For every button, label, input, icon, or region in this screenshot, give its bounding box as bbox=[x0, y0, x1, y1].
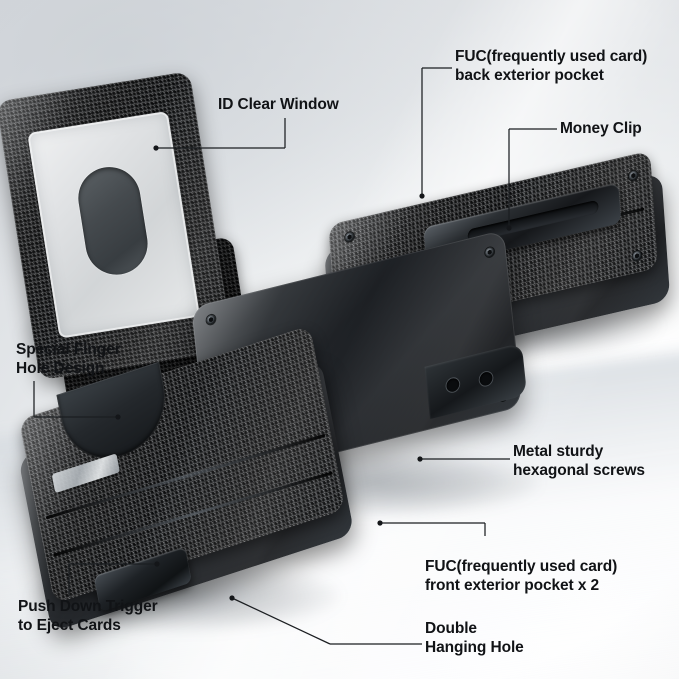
brand-badge bbox=[51, 453, 120, 494]
thumb-slot-oval bbox=[73, 162, 153, 280]
hex-screw bbox=[628, 170, 639, 182]
annotation-money-clip: Money Clip bbox=[560, 120, 642, 137]
annotation-fuc-back-exterior-pocket: FUC(frequently used card) back exterior … bbox=[455, 48, 648, 84]
annotation-fuc-front-exterior-pocket: FUC(frequently used card) front exterior… bbox=[425, 558, 618, 594]
hex-screw bbox=[206, 314, 216, 326]
annotation-id-clear-window: ID Clear Window bbox=[218, 96, 339, 113]
id-clear-window-card bbox=[27, 110, 200, 339]
hex-screw bbox=[484, 246, 495, 258]
annotation-metal-sturdy-hexagonal-screws: Metal sturdy hexagonal screws bbox=[513, 443, 645, 479]
hex-screw bbox=[632, 250, 642, 262]
hanging-hole bbox=[445, 376, 460, 394]
annotation-double-hanging-hole: Double Hanging Hole bbox=[425, 620, 524, 656]
annotation-special-finger-hole-design: Special Finger Hole Design bbox=[16, 341, 121, 377]
hex-screw bbox=[344, 231, 355, 243]
annotation-push-down-trigger: Push Down Trigger to Eject Cards bbox=[18, 598, 158, 634]
hanging-hole bbox=[479, 370, 494, 387]
